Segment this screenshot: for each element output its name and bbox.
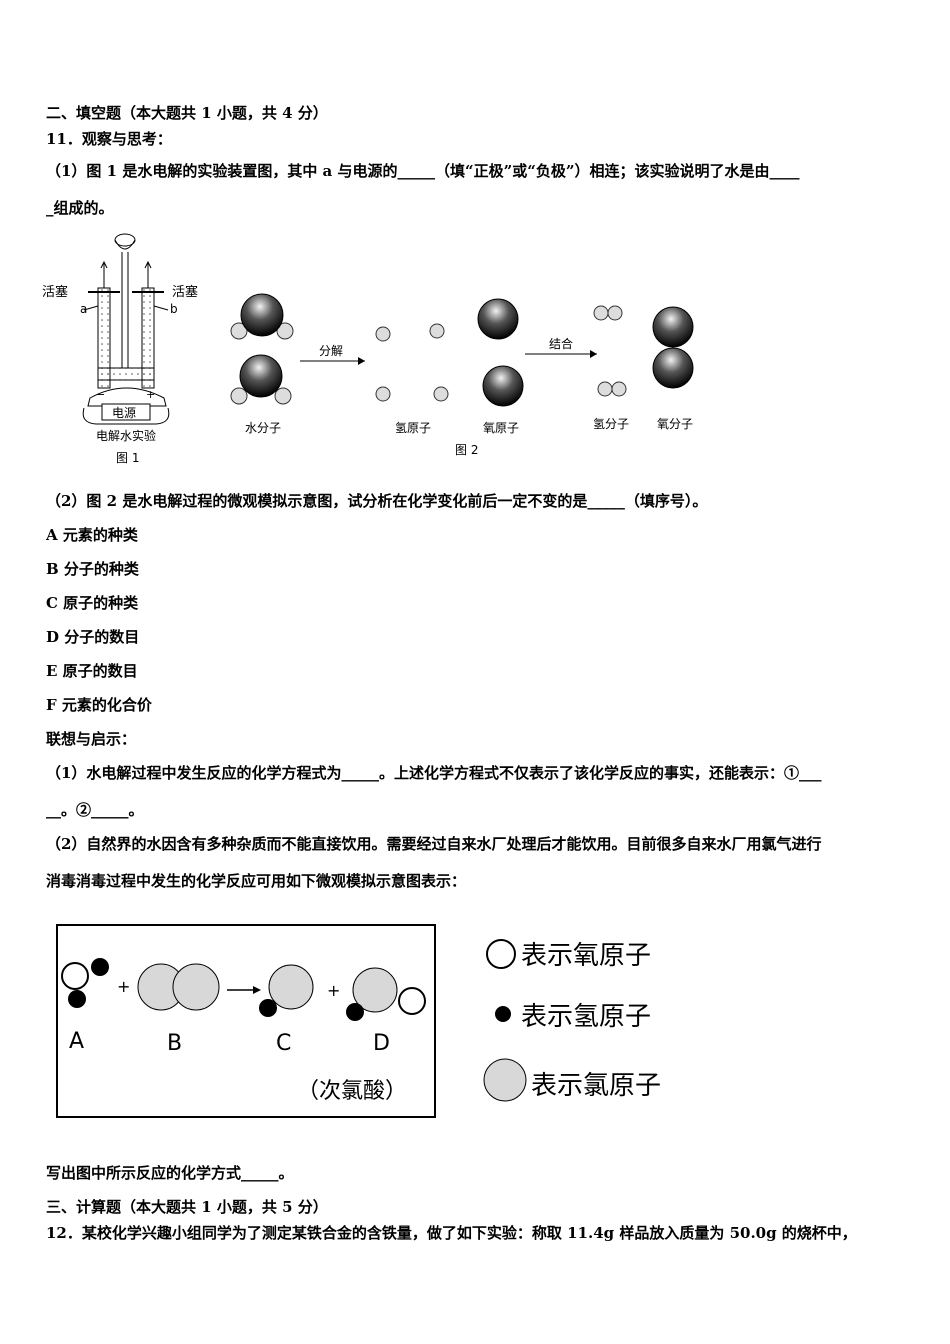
association-heading: 联想与启示： [46,730,137,748]
label-tube-a: a [80,302,87,316]
figure-1-electrolysis-apparatus: 活塞 活塞 a b − + 电源 电解水实验 图 1 [42,233,198,465]
option-c: C 原子的种类 [46,594,139,612]
legend-hydrogen-text: 表示氢原子 [521,1002,651,1032]
molecule-b-chlorine [137,963,220,1011]
question-11-part1-line1: （1）图 1 是水电解的实验装置图，其中 a 与电源的_____（填“正极”或“… [46,162,800,180]
label-water-molecule: 水分子 [245,421,281,435]
option-e: E 原子的数目 [46,662,138,680]
legend-oxygen-text: 表示氧原子 [521,941,651,971]
figure-2-micro-model: 水分子 分解 氢原子 氧原子 结合 氢分子 氧分子 图 2 [230,293,694,457]
label-oxygen-molecule: 氧分子 [657,417,693,431]
plus-sign: + [117,977,130,996]
hydrogen-molecule [597,381,627,397]
label-hydrogen-molecule: 氢分子 [593,416,629,431]
fig1-label: 图 1 [116,451,139,465]
section-3-heading: 三、计算题（本大题共 1 小题，共 5 分） [46,1198,328,1216]
question-11-title: 11．观察与思考： [46,130,172,148]
association-2-line2: 消毒消毒过程中发生的化学反应可用如下微观模拟示意图表示： [46,872,467,890]
label-oxygen-atom: 氧原子 [483,421,519,435]
legend-hydrogen-icon [495,1006,511,1022]
hydrogen-atom [429,323,445,339]
section-2-heading: 二、填空题（本大题共 1 小题，共 4 分） [46,104,328,122]
label-tube-b: b [170,302,178,316]
molecule-a-water [61,958,109,1008]
label-combine: 结合 [549,336,573,351]
question-11-part1-line2: _组成的。 [46,199,114,217]
power-supply-box [101,403,151,421]
oxygen-molecule [652,306,694,389]
molecule-c-hcl [259,964,314,1017]
oxygen-atom [482,365,524,407]
label-decompose: 分解 [319,344,343,358]
association-2-line1: （2）自然界的水因含有多种杂质而不能直接饮用。需要经过自来水厂处理后才能饮用。目… [46,835,822,853]
association-1-line1: （1）水电解过程中发生反应的化学方程式为_____。上述化学方程式不仅表示了该化… [46,764,822,782]
label-b: B [167,1031,182,1056]
label-d: D [373,1031,390,1056]
label-power: 电源 [112,406,136,420]
fig1-caption: 电解水实验 [96,428,156,443]
option-a: A 元素的种类 [46,526,138,544]
hypochlorous-note: （次氯酸） [297,1079,407,1104]
plus-sign: + [327,981,340,1000]
option-d: D 分子的数目 [46,628,140,646]
label-c: C [276,1031,291,1056]
label-minus: − [96,388,105,401]
label-hydrogen-atom: 氢原子 [395,420,431,435]
association-1-line2: __。②_____。 [46,801,144,819]
fig2-label: 图 2 [455,443,478,457]
label-valve-left: 活塞 [42,284,68,300]
option-f: F 元素的化合价 [46,696,152,714]
legend-chlorine-text: 表示氯原子 [531,1071,661,1101]
hydrogen-molecule [593,305,623,321]
question-12-text: 12．某校化学兴趣小组同学为了测定某铁合金的含铁量，做了如下实验：称取 11.4… [46,1224,857,1242]
figure-3-chlorine-reaction: + + A B C D （次氯酸） 表示氧原子 表示氢原子 表示氯原子 [56,924,661,1118]
water-molecule-bottom [230,354,292,405]
write-equation-prompt: 写出图中所示反应的化学方式_____。 [46,1164,294,1182]
part2-question: （2）图 2 是水电解过程的微观模拟示意图，试分析在化学变化前后一定不变的是__… [46,492,708,510]
legend-oxygen-icon [486,939,516,969]
molecule-d-hclo [346,967,426,1021]
water-molecule-top [230,293,294,340]
hydrogen-atom [375,326,391,342]
hydrogen-atom [433,386,449,402]
hydrogen-atom [375,386,391,402]
legend-chlorine-icon [483,1058,527,1102]
oxygen-atom [477,298,519,340]
label-a: A [69,1029,84,1054]
label-valve-right: 活塞 [172,284,198,300]
label-plus: + [146,388,155,401]
reaction-box [56,924,436,1118]
option-b: B 分子的种类 [46,560,139,578]
